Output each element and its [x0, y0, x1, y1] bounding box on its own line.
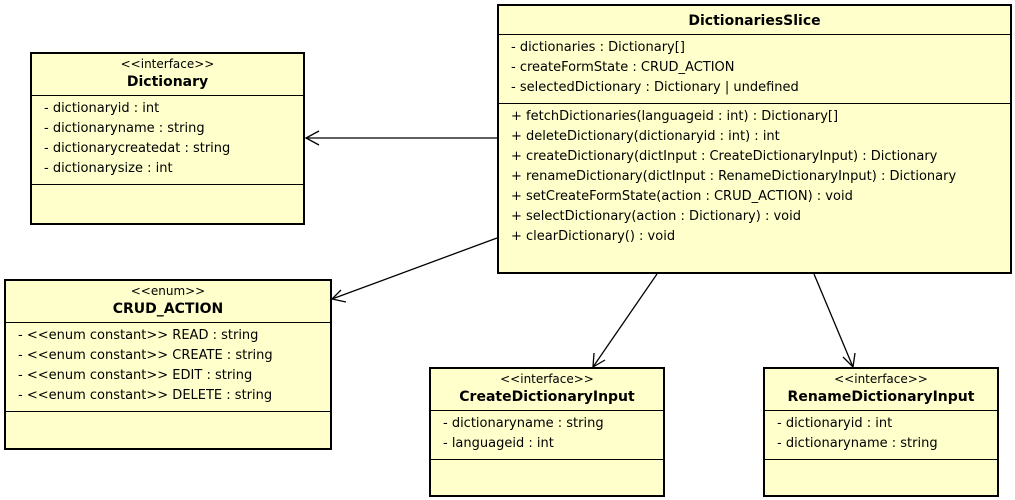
- operations-section: [32, 185, 303, 193]
- attribute: - dictionaryid : int: [777, 416, 893, 431]
- arrowhead-rename-input: [842, 352, 856, 369]
- class-dictionaries-slice: DictionariesSlice - dictionaries : Dicti…: [497, 4, 1012, 274]
- stereotype-label: <<interface>>: [834, 372, 928, 386]
- stereotype-label: <<interface>>: [500, 372, 594, 386]
- operation: + createDictionary(dictInput : CreateDic…: [511, 149, 938, 164]
- class-rename-dictionary-input: <<interface>> RenameDictionaryInput - di…: [763, 367, 999, 497]
- attributes-section: - dictionaryid : int - dictionaryname : …: [765, 411, 997, 460]
- association-slice-rename-input: [813, 273, 854, 368]
- class-create-dictionary-input: <<interface>> CreateDictionaryInput - di…: [429, 367, 665, 497]
- association-slice-crud-action: [331, 237, 498, 300]
- enum-constant: - <<enum constant>> DELETE : string: [18, 388, 273, 403]
- class-header: DictionariesSlice: [499, 6, 1010, 35]
- operations-section: [6, 412, 330, 420]
- attribute: - dictionaryname : string: [777, 436, 938, 451]
- operation: + renameDictionary(dictInput : RenameDic…: [511, 169, 957, 184]
- attribute: - createFormState : CRUD_ACTION: [511, 60, 735, 75]
- class-header: <<interface>> RenameDictionaryInput: [765, 369, 997, 411]
- attribute: - dictionarysize : int: [44, 161, 173, 176]
- attribute: - languageid : int: [443, 436, 554, 451]
- attribute: - dictionaries : Dictionary[]: [511, 40, 685, 55]
- stereotype-label: <<enum>>: [130, 284, 206, 298]
- enum-constant: - <<enum constant>> EDIT : string: [18, 368, 253, 383]
- association-slice-create-input: [592, 273, 658, 368]
- enum-constant: - <<enum constant>> CREATE : string: [18, 348, 273, 363]
- operation: + clearDictionary() : void: [511, 229, 676, 244]
- attributes-section: - dictionaries : Dictionary[] - createFo…: [499, 35, 1010, 104]
- class-name: DictionariesSlice: [688, 13, 821, 29]
- operation: + fetchDictionaries(languageid : int) : …: [511, 109, 839, 124]
- attribute: - dictionaryname : string: [44, 121, 205, 136]
- attributes-section: - <<enum constant>> READ : string - <<en…: [6, 323, 330, 412]
- attribute: - dictionarycreatedat : string: [44, 141, 231, 156]
- class-header: <<interface>> CreateDictionaryInput: [431, 369, 663, 411]
- stereotype-label: <<interface>>: [120, 57, 215, 71]
- class-name: RenameDictionaryInput: [787, 389, 975, 405]
- class-crud-action: <<enum>> CRUD_ACTION - <<enum constant>>…: [4, 279, 332, 450]
- class-name: CRUD_ACTION: [112, 301, 224, 317]
- enum-constant: - <<enum constant>> READ : string: [18, 328, 259, 343]
- operation: + deleteDictionary(dictionaryid : int) :…: [511, 129, 780, 144]
- operations-section: + fetchDictionaries(languageid : int) : …: [499, 104, 1010, 252]
- attribute: - selectedDictionary : Dictionary | unde…: [511, 80, 799, 95]
- attributes-section: - dictionaryid : int - dictionaryname : …: [32, 96, 303, 185]
- class-dictionary: <<interface>> Dictionary - dictionaryid …: [30, 52, 305, 225]
- arrowhead-dictionary: [304, 130, 320, 146]
- operation: + selectDictionary(action : Dictionary) …: [511, 209, 801, 224]
- operations-section: [431, 460, 663, 468]
- class-header: <<interface>> Dictionary: [32, 54, 303, 96]
- attribute: - dictionaryname : string: [443, 416, 604, 431]
- class-name: Dictionary: [126, 74, 209, 90]
- attribute: - dictionaryid : int: [44, 101, 160, 116]
- class-name: CreateDictionaryInput: [459, 389, 635, 405]
- arrowhead-crud-action: [330, 289, 347, 303]
- operations-section: [765, 460, 997, 468]
- class-header: <<enum>> CRUD_ACTION: [6, 281, 330, 323]
- operation: + setCreateFormState(action : CRUD_ACTIO…: [511, 189, 853, 204]
- attributes-section: - dictionaryname : string - languageid :…: [431, 411, 663, 460]
